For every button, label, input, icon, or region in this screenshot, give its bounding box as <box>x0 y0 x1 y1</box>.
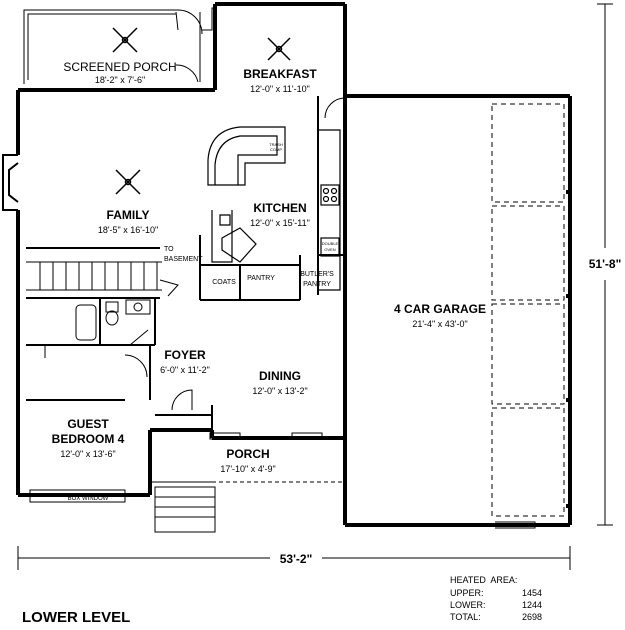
screened-porch-outline <box>23 7 215 84</box>
heated-area-row-value: 1454 <box>522 588 542 598</box>
room-labels: SCREENED PORCH 18'-2" x 7'-6" BREAKFAST … <box>52 60 486 474</box>
windows <box>29 432 536 529</box>
porch-name: PORCH <box>226 447 269 461</box>
overall-depth-label: 51'-8" <box>589 257 622 271</box>
garage-name: 4 CAR GARAGE <box>394 302 486 316</box>
plan-title: LOWER LEVEL <box>22 609 130 626</box>
breakfast-size: 12'-0" x 11'-10" <box>250 84 310 94</box>
trash-comp-label-1: TRASH <box>269 142 283 147</box>
garage-door-tracks <box>566 190 572 508</box>
kitchen-counters <box>207 126 341 291</box>
bath-fixtures <box>75 299 151 341</box>
butlers-pantry-label-2: PANTRY <box>303 281 331 288</box>
garage-doors <box>491 103 565 517</box>
fireplace <box>2 154 19 211</box>
trash-comp-label-2: COMP <box>270 147 282 152</box>
stairs <box>26 261 179 297</box>
foyer-name: FOYER <box>164 348 206 362</box>
porch-size: 17'-10" x 4'-9" <box>220 464 275 474</box>
heated-area-row-label: LOWER: <box>450 600 486 610</box>
dimension-lines <box>17 3 613 570</box>
door-swings <box>44 97 346 411</box>
heated-area-row-label: UPPER: <box>450 588 484 598</box>
foyer-size: 6'-0" x 11'-2" <box>160 365 210 375</box>
front-porch <box>150 481 345 533</box>
heated-area-row-label: TOTAL: <box>450 612 481 622</box>
guest-bedroom-size: 12'-0" x 13'-6" <box>60 449 115 459</box>
heated-area-table: HEATED AREA: UPPER: 1454 LOWER: 1244 TOT… <box>450 575 542 622</box>
kitchen-size: 12'-0" x 15'-11" <box>250 218 310 228</box>
heated-area-row-value: 2698 <box>522 612 542 622</box>
guest-bedroom-name-line1: GUEST <box>67 417 109 431</box>
family-size: 18'-5" x 16'-10" <box>98 225 158 235</box>
to-basement-label-2: BASEMENT <box>164 256 203 263</box>
ceiling-fan-icon <box>112 27 138 53</box>
box-window-label: BOX WINDOW <box>68 496 109 502</box>
to-basement-label-1: TO <box>164 246 174 253</box>
heated-area-row-value: 1244 <box>522 600 542 610</box>
double-oven-label-1: DOUBLE <box>322 241 339 246</box>
exterior-walls <box>16 2 572 527</box>
butlers-pantry-label-1: BUTLER'S <box>300 271 334 278</box>
guest-bedroom-name-line2: BEDROOM 4 <box>52 432 125 446</box>
ceiling-fan-icon <box>115 169 141 195</box>
fixture-labels: TO BASEMENT COATS PANTRY BUTLER'S PANTRY… <box>68 142 339 502</box>
dimension-labels: 53'-2" 51'-8" <box>280 257 622 566</box>
breakfast-name: BREAKFAST <box>243 67 317 81</box>
pantry-label: PANTRY <box>247 275 275 282</box>
dining-size: 12'-0" x 13'-2" <box>252 386 307 396</box>
ceiling-fan-icon <box>267 37 291 61</box>
family-name: FAMILY <box>107 208 150 222</box>
garage-size: 21'-4" x 43'-0" <box>412 319 467 329</box>
screened-porch-size: 18'-2" x 7'-6" <box>95 75 145 85</box>
double-oven-label-2: OVEN <box>324 247 335 252</box>
screened-porch-name: SCREENED PORCH <box>63 60 176 74</box>
overall-width-label: 53'-2" <box>280 552 313 566</box>
coats-label: COATS <box>212 279 236 286</box>
heated-area-heading: HEATED AREA: <box>450 575 517 585</box>
kitchen-name: KITCHEN <box>253 201 306 215</box>
dining-name: DINING <box>259 369 301 383</box>
